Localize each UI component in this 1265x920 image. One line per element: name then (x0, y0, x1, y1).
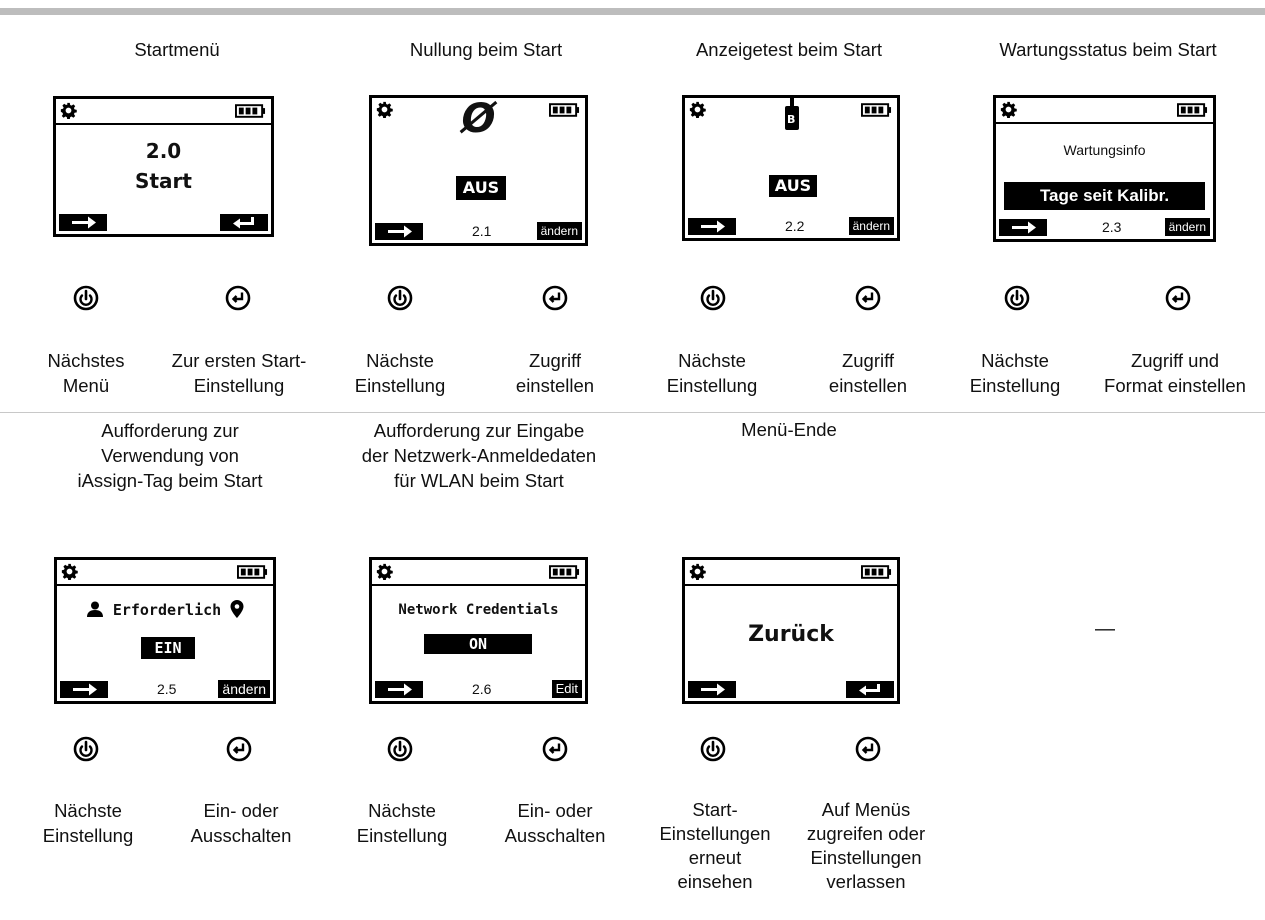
action-label-right: Zugriff einstellen (515, 350, 595, 396)
title-startmenu: Startmenü (134, 39, 220, 60)
action-label-right: Ein- oder Ausschalten (504, 800, 606, 846)
page-number: 2.3 (1102, 219, 1122, 235)
next-arrow-softkey (375, 681, 423, 698)
power-button-icon (73, 736, 99, 762)
screen-heading: Wartungsinfo (1063, 142, 1146, 158)
action-label-right: Zugriff einstellen (828, 350, 908, 396)
action-label-right: Auf Menüs zugreifen oder Einstellungen v… (806, 799, 926, 892)
change-softkey: ändern (536, 222, 582, 240)
action-label-left: Nächstes Menü (47, 350, 125, 396)
page-number: 2.1 (472, 223, 492, 239)
enter-softkey (846, 681, 894, 698)
enter-button-icon (1165, 285, 1191, 311)
zero-symbol-icon: Ø (461, 96, 496, 142)
power-button-icon (700, 285, 726, 311)
enter-button-icon (855, 736, 881, 762)
page-number: 2.5 (157, 681, 177, 697)
device-screen-nullung: Ø AUS 2.1 ändern (369, 95, 588, 246)
device-screen-wartungsstatus: Wartungsinfo Tage seit Kalibr. 2.3 änder… (993, 95, 1216, 242)
action-label-left: Nächste Einstellung (356, 800, 448, 846)
next-arrow-softkey (688, 218, 736, 235)
location-pin-icon (230, 600, 244, 618)
battery-icon (861, 103, 892, 117)
next-arrow-softkey (688, 681, 736, 698)
device-screen-iassign: Erforderlich EIN 2.5 ändern (54, 557, 276, 704)
screen-heading: Erforderlich (57, 600, 273, 619)
setting-value: AUS (456, 176, 506, 200)
page-number: 2.6 (472, 681, 492, 697)
setting-value: EIN (141, 637, 195, 659)
action-label-right: Ein- oder Ausschalten (190, 800, 292, 846)
screen-back-text: Zurück (748, 622, 834, 647)
battery-icon (861, 565, 892, 579)
title-anzeigetest: Anzeigetest beim Start (695, 39, 883, 60)
gear-icon (1000, 101, 1017, 118)
change-softkey: ändern (218, 680, 270, 698)
enter-button-icon (542, 285, 568, 311)
action-label-left: Nächste Einstellung (42, 800, 134, 846)
gear-icon (60, 102, 77, 119)
enter-softkey (220, 214, 268, 231)
screen-menu-number: 2.0 (145, 139, 182, 163)
user-icon (86, 601, 103, 617)
setting-value: AUS (769, 175, 817, 197)
edit-softkey: Edit (551, 680, 582, 698)
screen-menu-title: Start (135, 169, 192, 193)
setting-value: Tage seit Kalibr. (1004, 182, 1205, 210)
gear-icon (61, 563, 78, 580)
change-softkey: ändern (1164, 218, 1210, 236)
action-label-left: Nächste Einstellung (666, 350, 758, 396)
action-label-left: Nächste Einstellung (969, 350, 1061, 396)
title-wartungsstatus: Wartungsstatus beim Start (999, 39, 1217, 60)
change-softkey: ändern (848, 217, 894, 235)
power-button-icon (700, 736, 726, 762)
action-label-right: Zur ersten Start- Einstellung (171, 350, 307, 396)
next-arrow-softkey (59, 214, 107, 231)
enter-button-icon (226, 736, 252, 762)
enter-button-icon (542, 736, 568, 762)
gear-icon (689, 101, 706, 118)
device-screen-anzeigetest: B AUS 2.2 ändern (682, 95, 900, 241)
power-button-icon (73, 285, 99, 311)
action-label-left: Nächste Einstellung (354, 350, 446, 396)
device-screen-wlan: Network Credentials ON 2.6 Edit (369, 557, 588, 704)
device-screen-menu-ende: Zurück (682, 557, 900, 704)
title-menu-ende: Menü-Ende (741, 419, 837, 440)
enter-button-icon (855, 285, 881, 311)
power-button-icon (387, 285, 413, 311)
next-arrow-softkey (60, 681, 108, 698)
power-button-icon (1004, 285, 1030, 311)
empty-cell-dash: — (1095, 618, 1115, 640)
next-arrow-softkey (375, 223, 423, 240)
gear-icon (376, 563, 393, 580)
battery-icon (237, 565, 268, 579)
bottle-icon: B (783, 98, 801, 132)
power-button-icon (387, 736, 413, 762)
device-screen-startmenu: 2.0 Start (53, 96, 274, 237)
page-number: 2.2 (785, 218, 805, 234)
setting-value: ON (424, 634, 532, 654)
top-rule (0, 8, 1265, 15)
row-divider (0, 412, 1265, 413)
battery-icon (1177, 103, 1208, 117)
gear-icon (689, 563, 706, 580)
title-iassign: Aufforderung zur Verwendung von iAssign-… (77, 420, 263, 491)
next-arrow-softkey (999, 219, 1047, 236)
title-wlan: Aufforderung zur Eingabe der Netzwerk-An… (361, 420, 597, 491)
action-label-left: Start- Einstellungen erneut einsehen (659, 799, 771, 892)
battery-icon (549, 565, 580, 579)
screen-heading: Network Credentials (398, 602, 559, 618)
enter-button-icon (225, 285, 251, 311)
battery-icon (235, 104, 266, 118)
title-nullung: Nullung beim Start (409, 39, 563, 60)
action-label-right: Zugriff und Format einstellen (1104, 350, 1246, 396)
